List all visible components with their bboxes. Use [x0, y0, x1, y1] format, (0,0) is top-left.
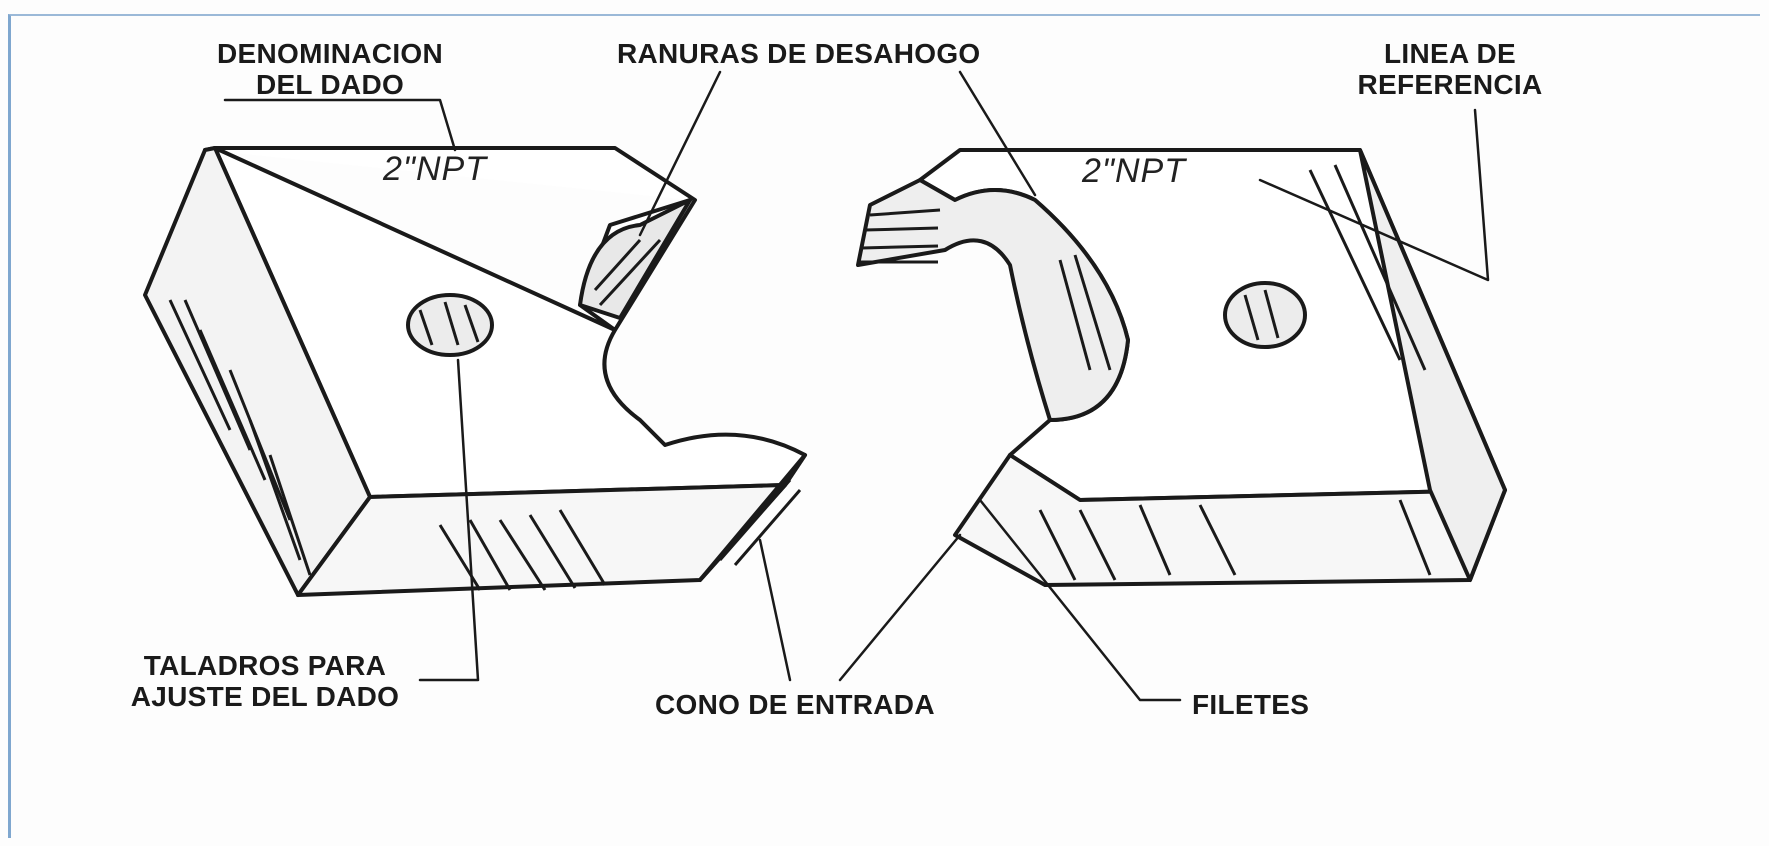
leader-ranuras-left — [638, 70, 722, 237]
right-die-half — [856, 148, 1507, 587]
leader-cono-right — [838, 533, 962, 682]
figure-frame — [8, 14, 1760, 838]
leader-denominacion — [223, 98, 457, 152]
label-taladros-line2: AJUSTE DEL DADO — [130, 681, 400, 712]
label-taladros: TALADROS PARA AJUSTE DEL DADO — [95, 650, 435, 712]
label-linea-line1: LINEA DE — [1383, 38, 1517, 69]
label-taladros-line1: TALADROS PARA — [143, 650, 387, 681]
left-die-marking: 2"NPT — [383, 150, 487, 188]
label-linea-line2: REFERENCIA — [1357, 69, 1543, 100]
leader-ranuras-right — [958, 70, 1037, 197]
leader-filetes — [978, 498, 1182, 702]
label-denominacion-line2: DEL DADO — [255, 69, 405, 100]
leader-linea — [1258, 108, 1490, 282]
label-ranuras: RANURAS DE DESAHOGO — [617, 38, 981, 69]
label-denominacion-line1: DENOMINACION — [216, 38, 444, 69]
label-denominacion: DENOMINACION DEL DADO — [190, 38, 470, 100]
shading-hatching — [168, 164, 1432, 591]
label-filetes: FILETES — [1192, 689, 1310, 720]
leader-cono-left — [758, 538, 792, 682]
label-linea: LINEA DE REFERENCIA — [1340, 38, 1560, 100]
leader-lines — [223, 70, 1490, 702]
right-die-marking: 2"NPT — [1082, 152, 1186, 190]
label-cono: CONO DE ENTRADA — [655, 689, 935, 720]
left-die-adjust-hole — [406, 293, 494, 357]
right-die-relief-arm — [856, 178, 1130, 422]
left-die-front-face — [296, 483, 787, 597]
leader-taladros — [418, 358, 480, 682]
left-die-relief-groove — [578, 198, 692, 320]
right-die-right-face — [1358, 148, 1507, 582]
